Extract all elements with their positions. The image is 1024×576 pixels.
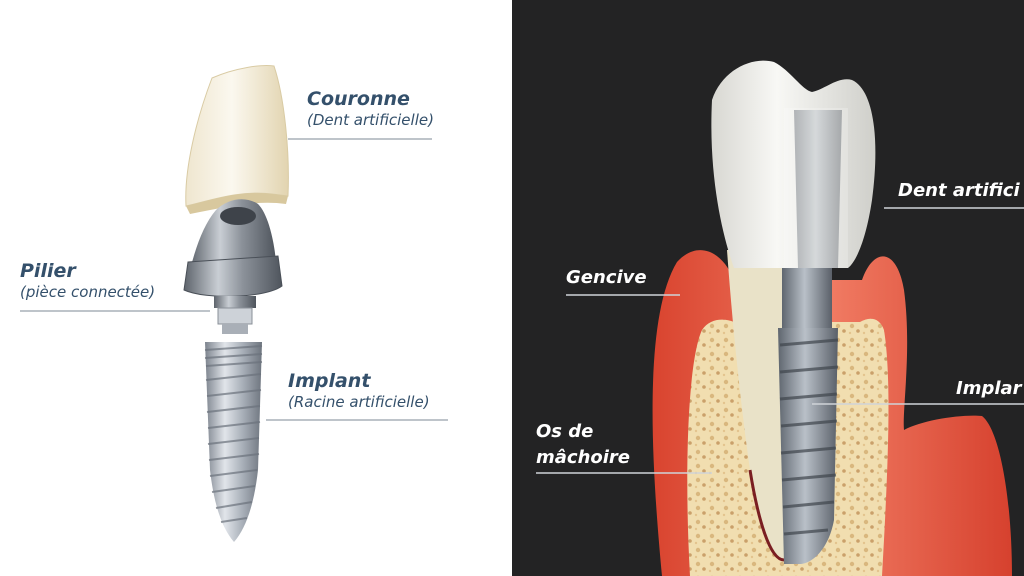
os-label-line2: mâchoire [536, 447, 631, 469]
pilier-title: Pilier [20, 260, 76, 282]
os-de-machoire-label: Os de mâchoire [536, 419, 630, 471]
implant-cross-section-panel: Dent artifici Gencive Implar Os de mâcho… [512, 0, 1024, 576]
pilier-subtitle: (pièce connectée) [20, 282, 156, 301]
dent-artificielle-label: Dent artifici [898, 180, 1020, 201]
abutment-in-crown [794, 110, 842, 268]
implant-body [778, 268, 839, 564]
root-canal-line [748, 469, 785, 562]
exploded-implant-illustration [20, 65, 448, 542]
pilier-label: Pilier (pièce connectée) [20, 260, 155, 301]
couronne-subtitle: (Dent artificielle) [307, 110, 434, 129]
os-label-line1: Os de [536, 421, 594, 442]
couronne-label: Couronne (Dent artificielle) [307, 88, 434, 129]
exploded-implant-panel: Couronne (Dent artificielle) Pilier (piè… [20, 65, 448, 542]
implant-subtitle: (Racine artificielle) [288, 392, 430, 411]
implant-right-label: Implar [956, 378, 1022, 399]
couronne-title: Couronne [307, 88, 410, 110]
tooth-root [727, 250, 784, 560]
implant-screw [204, 342, 263, 542]
abutment-piece [183, 199, 283, 334]
implant-title: Implant [288, 370, 371, 392]
crown-piece [185, 65, 289, 214]
cross-section-illustration [536, 60, 1024, 576]
implant-label: Implant (Racine artificielle) [288, 370, 430, 411]
gencive-label: Gencive [566, 267, 647, 288]
